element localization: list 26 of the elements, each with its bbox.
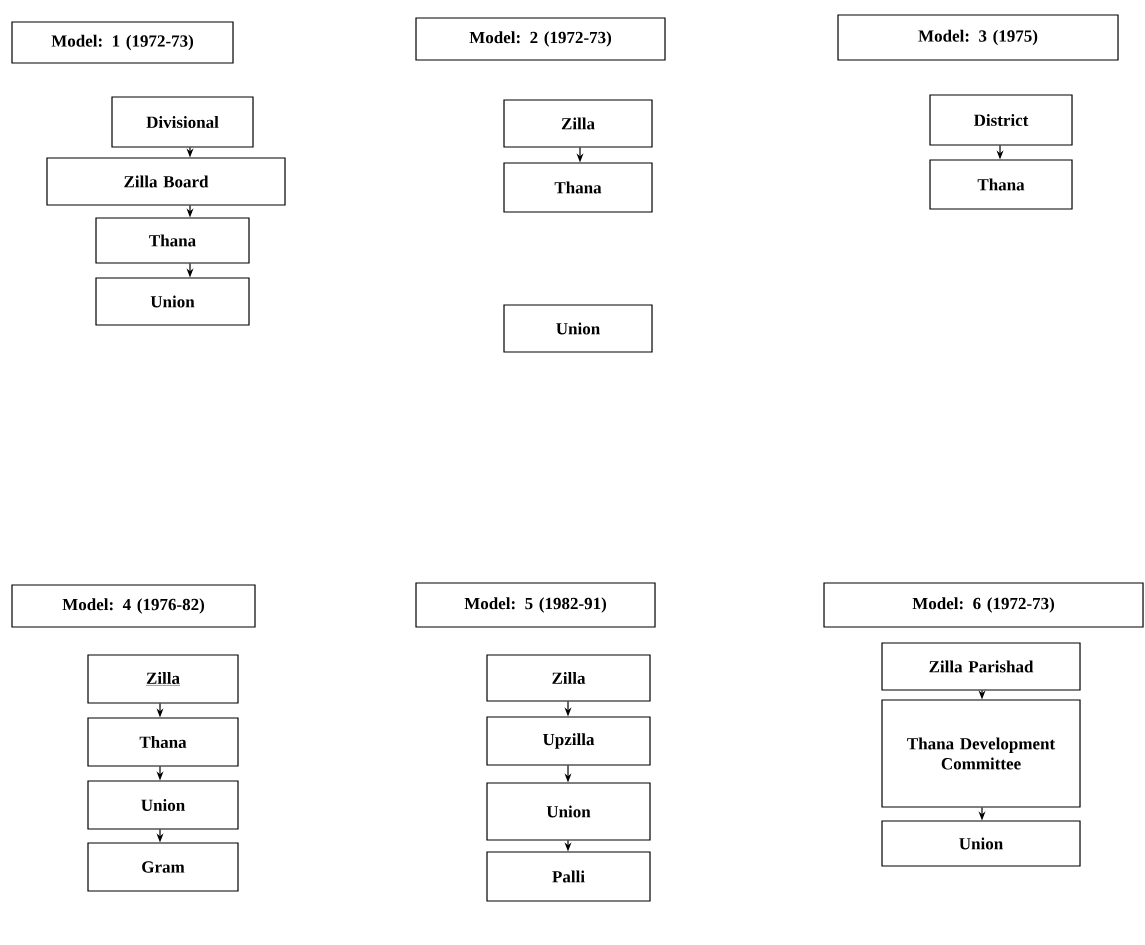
- level-box: Thana: [503, 162, 653, 213]
- level-box: Thana: [95, 217, 250, 264]
- level-box: Gram: [87, 842, 239, 892]
- model-heading-box: Model: 3 (1975): [837, 14, 1119, 61]
- model-heading-box: Model: 4 (1976-82): [11, 584, 256, 628]
- model-heading-box: Model: 5 (1982-91): [415, 582, 656, 628]
- level-box: Zilla: [486, 654, 651, 702]
- level-box: Union: [486, 782, 651, 841]
- model-heading-box: Model: 1 (1972-73): [11, 21, 234, 64]
- level-box: Zilla Board: [46, 157, 286, 206]
- level-box: Thana: [929, 159, 1073, 210]
- level-box: Divisional: [111, 96, 254, 148]
- level-box: Thana Development Committee: [881, 699, 1081, 808]
- level-box: Zilla Parishad: [881, 642, 1081, 691]
- level-box: Upzilla: [486, 716, 651, 766]
- level-box: Zilla: [503, 99, 653, 148]
- model-heading-box: Model: 6 (1972-73): [823, 582, 1144, 628]
- level-box: Union: [95, 277, 250, 326]
- level-box: Union: [503, 304, 653, 353]
- level-box: Zilla: [87, 654, 239, 704]
- model-heading-box: Model: 2 (1972-73): [415, 17, 666, 61]
- level-box: District: [929, 94, 1073, 146]
- level-box: Union: [881, 820, 1081, 867]
- level-box: Thana: [87, 717, 239, 767]
- level-box: Palli: [486, 851, 651, 902]
- level-box: Union: [87, 780, 239, 830]
